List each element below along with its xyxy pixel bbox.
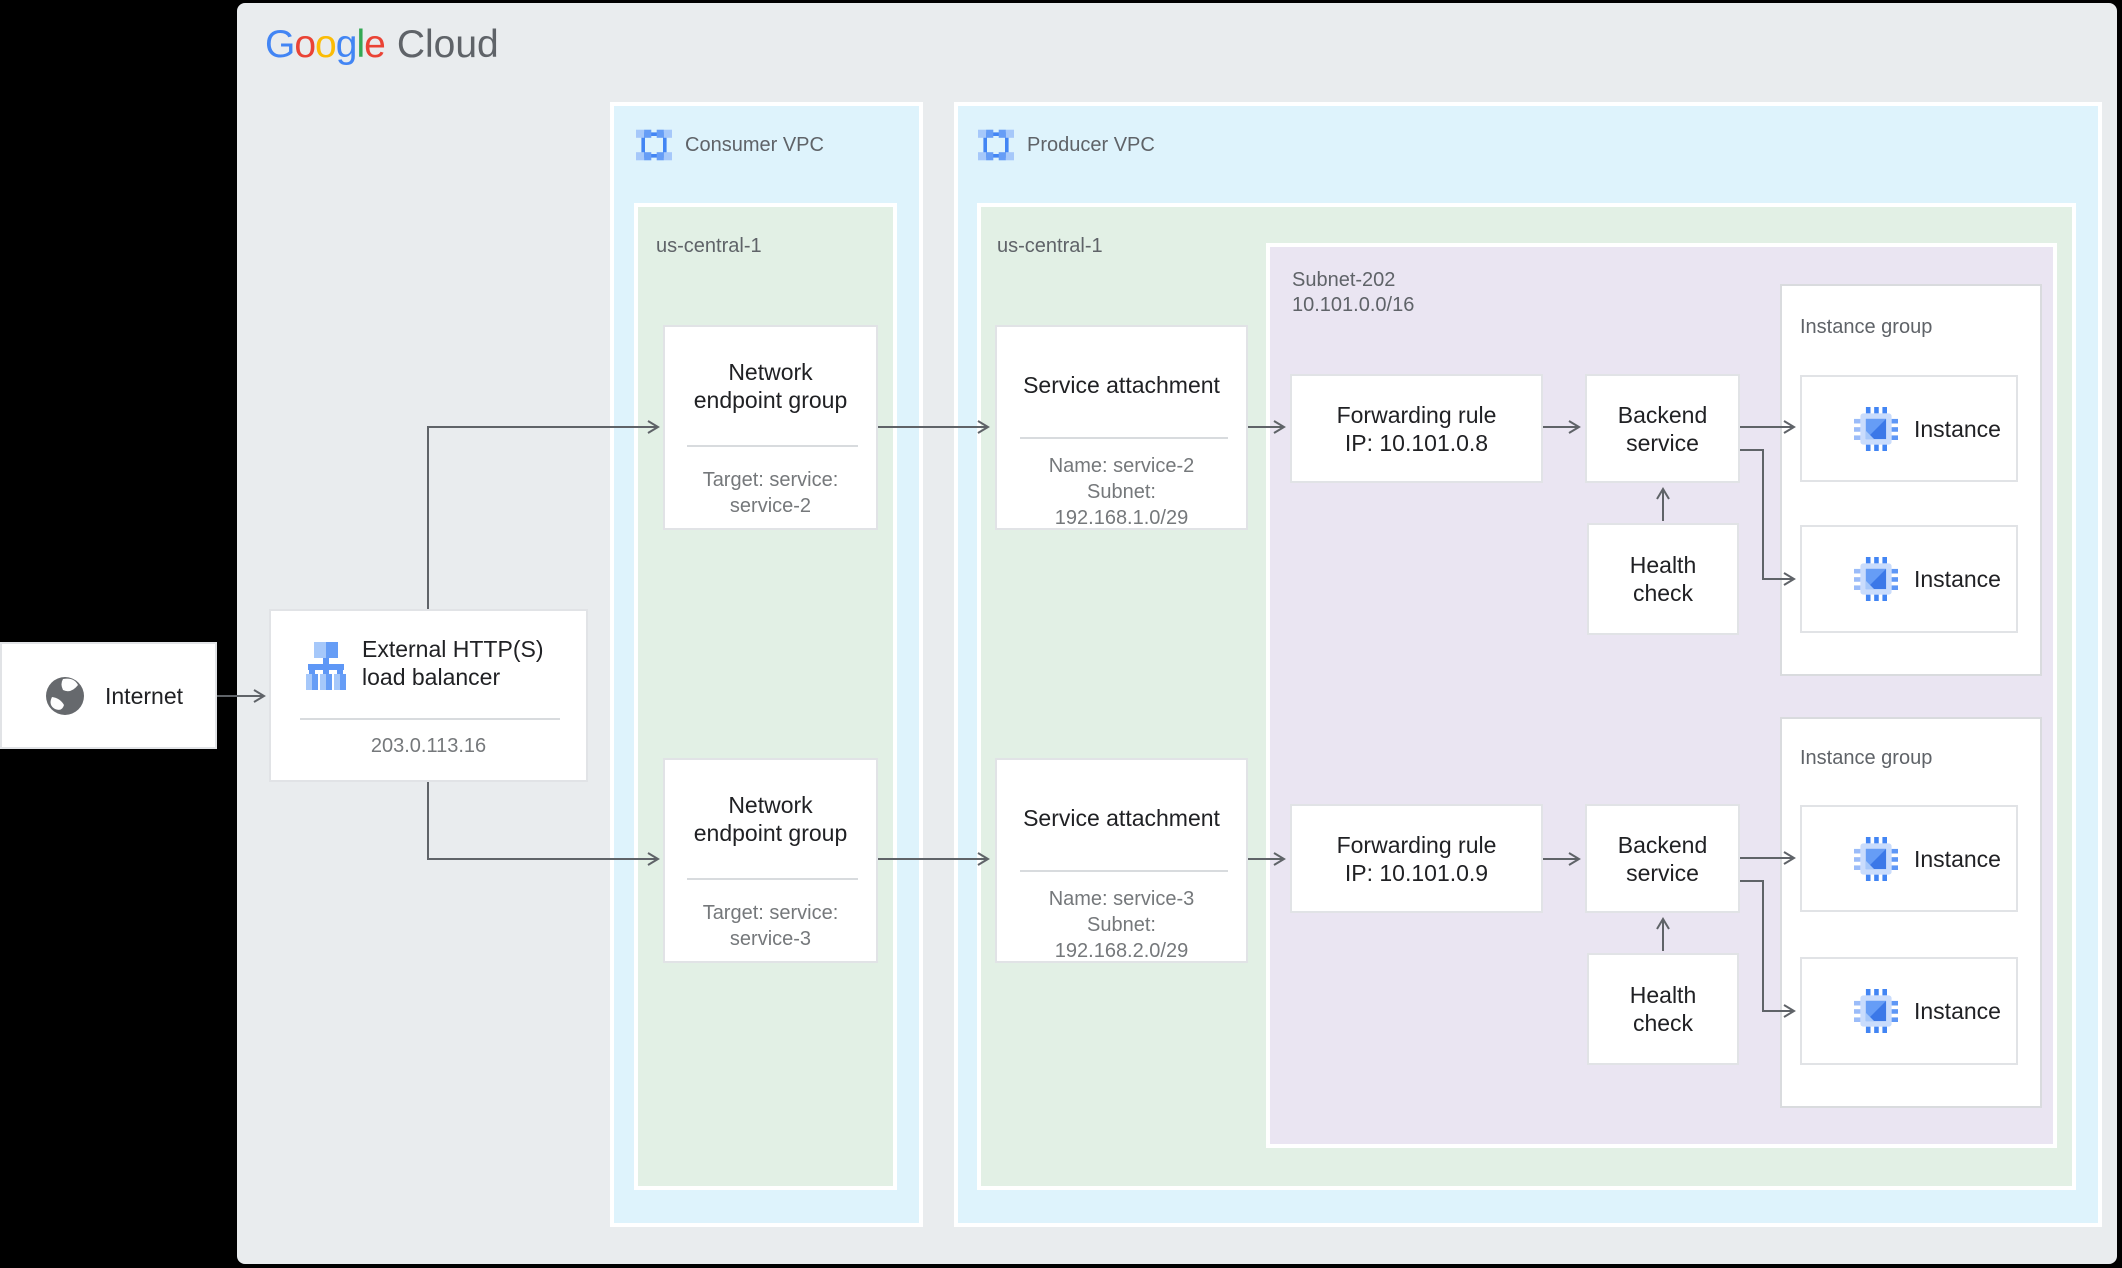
compute-instance-icon [1854, 989, 1898, 1033]
divider [300, 718, 560, 720]
logo-letter: g [335, 23, 358, 66]
consumer-region-label: us-central-1 [656, 235, 762, 257]
instance-label: Instance [1914, 415, 2001, 442]
load-balancer-ip: 203.0.113.16 [370, 735, 487, 757]
service-attachment-title: Service attachment [1023, 805, 1220, 831]
logo-letter: o [315, 23, 337, 66]
logo-cloud-text: Cloud [396, 23, 499, 66]
logo-letter: e [364, 23, 386, 66]
instance-group-1-label: Instance group [1800, 316, 1933, 338]
health-check-1-node: Health check [1587, 523, 1739, 635]
service-attachment-3-node: Service attachment Name: service-3 Subne… [995, 758, 1248, 963]
instance-label: Instance [1914, 845, 2001, 872]
consumer-vpc-header: Consumer VPC [636, 127, 824, 163]
logo-letter: o [294, 23, 316, 66]
vpc-network-icon [636, 127, 672, 163]
subnet-label-block: Subnet-202 10.101.0.0/16 [1292, 268, 1414, 318]
instance-node: Instance [1800, 957, 2018, 1065]
divider [687, 445, 858, 447]
forwarding-rule-1-node: Forwarding rule IP: 10.101.0.8 [1290, 374, 1543, 483]
service-attachment-details: Name: service-3 Subnet: 192.168.2.0/29 [1048, 888, 1195, 962]
service-attachment-2-node: Service attachment Name: service-2 Subne… [995, 325, 1248, 530]
instance-label: Instance [1914, 566, 2001, 592]
vpc-network-icon [978, 127, 1014, 163]
neg-service-2-node: Network endpoint group Target: service: … [663, 325, 878, 530]
instance-node: Instance [1800, 805, 2018, 912]
neg-target: Target: service: service-2 [702, 469, 839, 517]
neg-title: Network endpoint group [693, 359, 848, 413]
load-balancer-title: External HTTP(S) load balancer [362, 636, 544, 690]
compute-instance-icon [1854, 836, 1898, 881]
service-attachment-title: Service attachment [1023, 372, 1220, 398]
compute-instance-icon [1854, 406, 1898, 451]
instance-group-2-label: Instance group [1800, 747, 1933, 769]
instance-node: Instance [1800, 375, 2018, 482]
logo-letter: G [265, 23, 295, 66]
consumer-vpc-label: Consumer VPC [685, 133, 824, 156]
producer-vpc-header: Producer VPC [978, 127, 1155, 163]
subnet-cidr: 10.101.0.0/16 [1292, 294, 1415, 316]
backend-service-1-node: Backend service [1585, 374, 1740, 483]
globe-icon [43, 674, 87, 718]
instance-label: Instance [1914, 998, 2001, 1024]
logo-letter: l [356, 23, 365, 66]
forwarding-rule-2-node: Forwarding rule IP: 10.101.0.9 [1290, 804, 1543, 913]
internet-label: Internet [105, 682, 183, 709]
service-attachment-details: Name: service-2 Subnet: 192.168.1.0/29 [1048, 455, 1195, 529]
subnet-label: Subnet-202 [1292, 269, 1396, 291]
divider [1020, 437, 1228, 439]
neg-title: Network endpoint group [693, 792, 848, 846]
neg-target: Target: service: service-3 [702, 902, 839, 950]
load-balancer-node: External HTTP(S) load balancer 203.0.113… [269, 609, 588, 782]
divider [687, 878, 858, 880]
producer-region-label: us-central-1 [997, 235, 1103, 257]
compute-instance-icon [1854, 557, 1898, 601]
producer-vpc-label: Producer VPC [1027, 133, 1155, 156]
internet-node: Internet [0, 642, 217, 749]
load-balancer-icon [302, 640, 350, 690]
divider [1020, 870, 1228, 872]
health-check-2-node: Health check [1587, 953, 1739, 1065]
neg-service-3-node: Network endpoint group Target: service: … [663, 758, 878, 963]
instance-node: Instance [1800, 525, 2018, 633]
backend-service-2-node: Backend service [1585, 804, 1740, 913]
